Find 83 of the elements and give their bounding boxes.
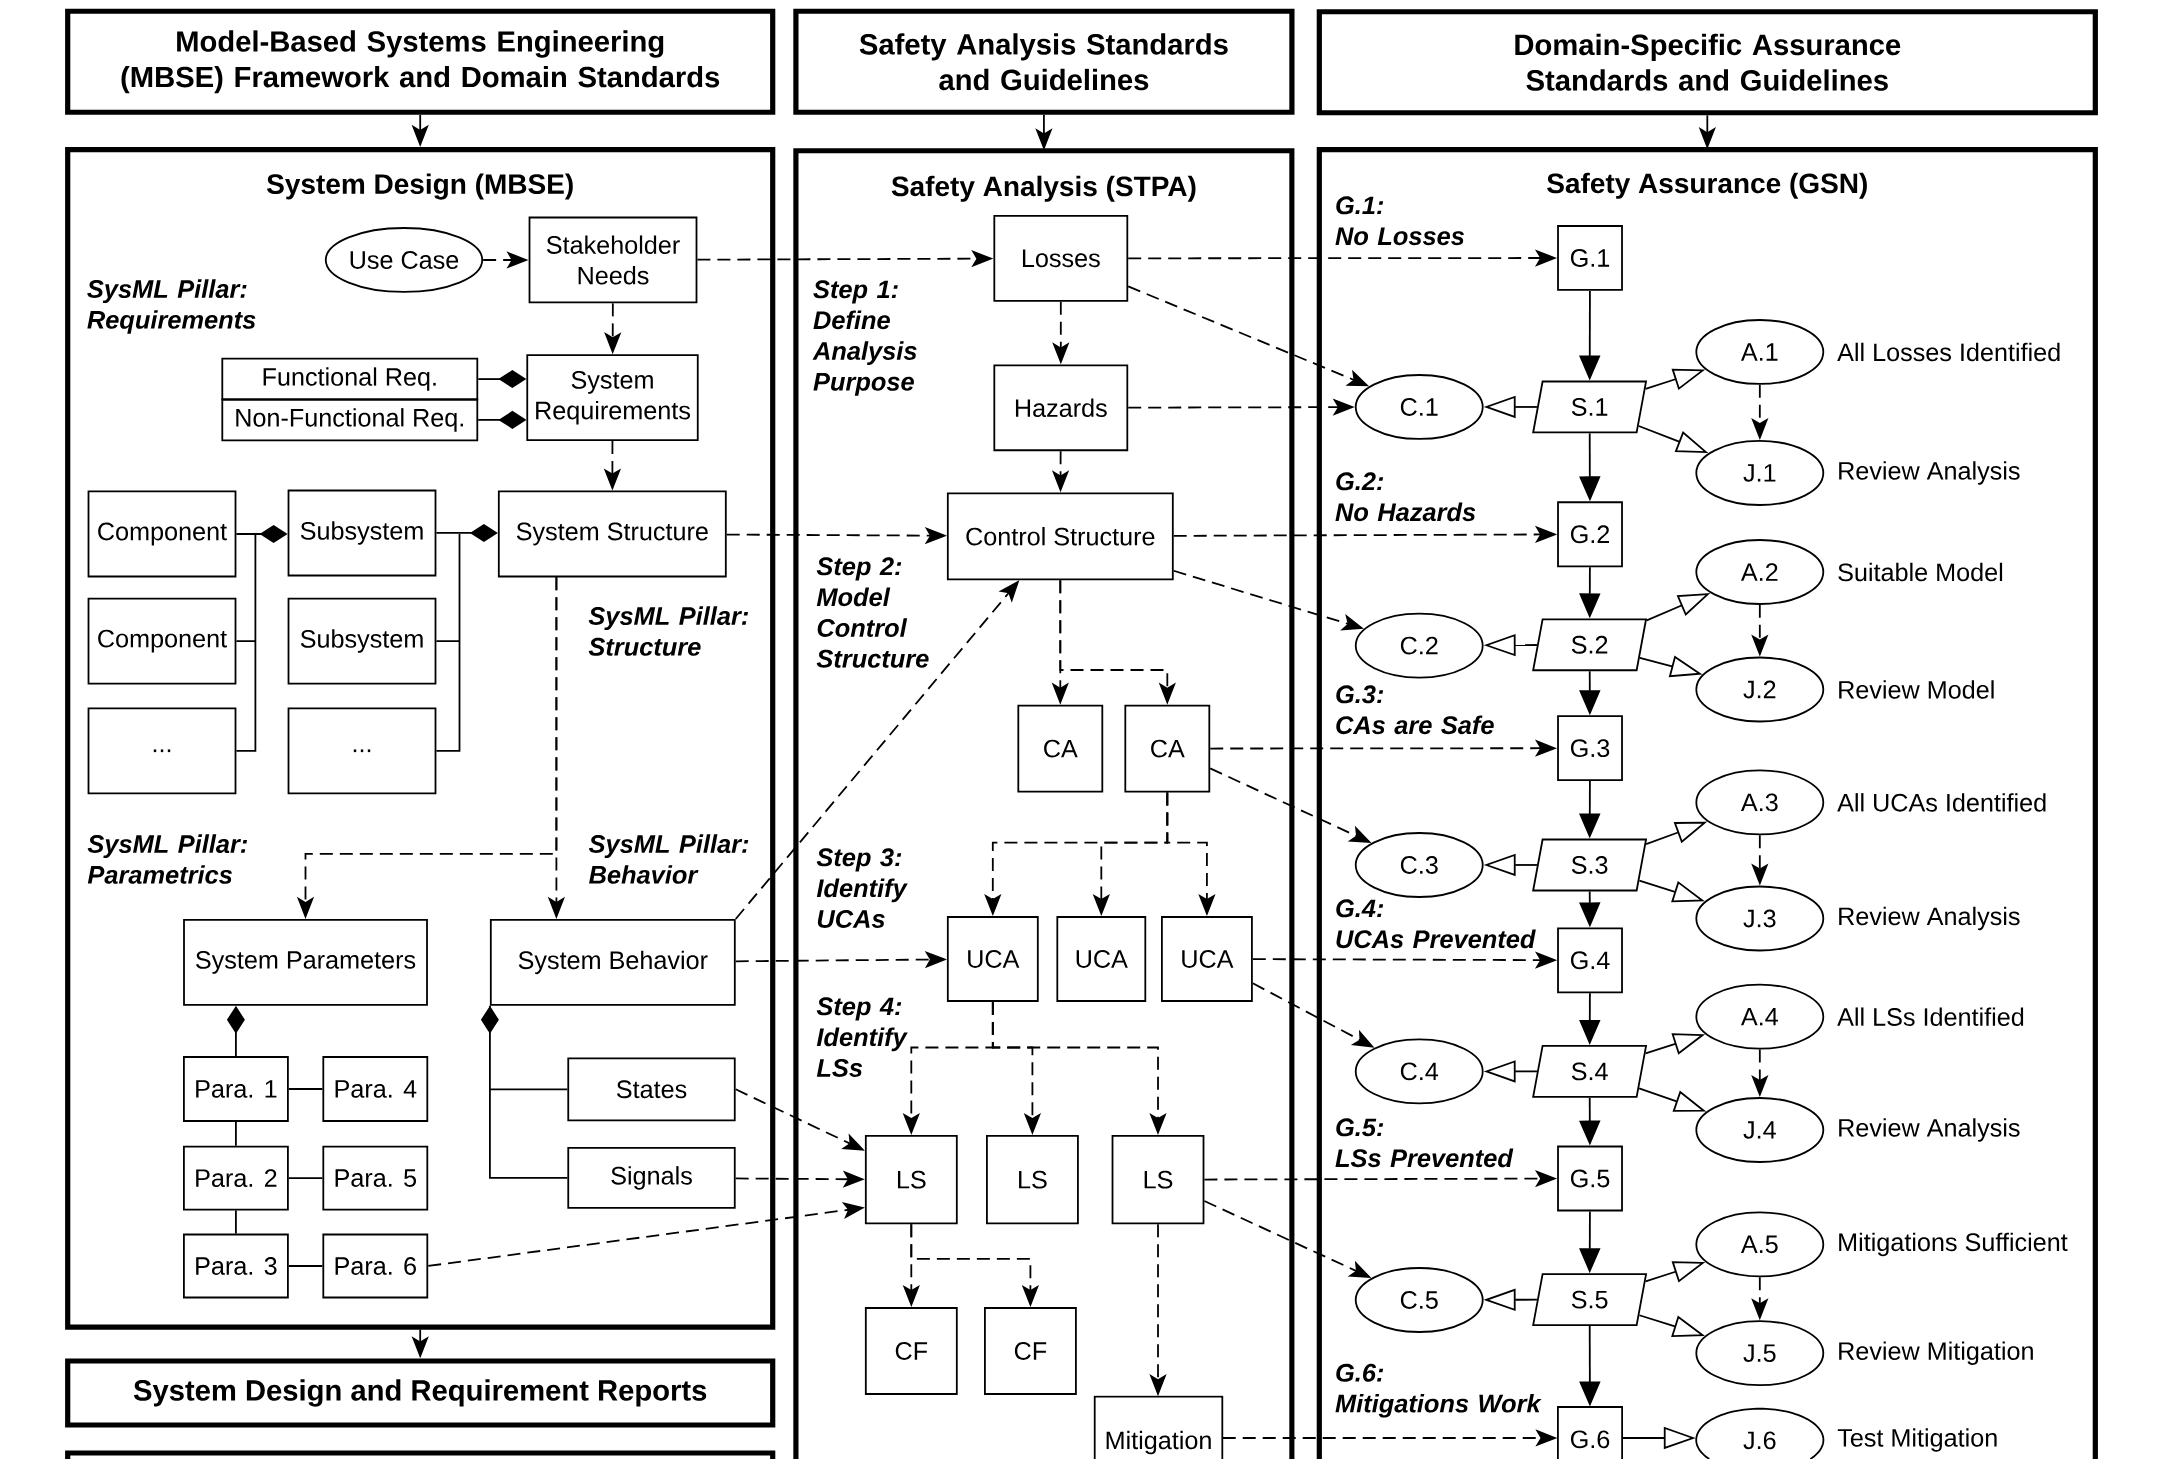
connector-line	[287, 1265, 324, 1267]
process-box: System Structure	[497, 490, 727, 578]
annotation-text: Review Analysis	[1839, 906, 2020, 931]
step-label: Step 4: Identify LSs	[816, 997, 908, 1077]
pillar-label: SysML Pillar: Requirements	[87, 279, 256, 334]
process-box: Para. 1	[183, 1056, 289, 1122]
connector-line	[287, 1177, 324, 1179]
connector-line	[235, 1209, 237, 1235]
composition-line	[435, 524, 498, 752]
step-label: Step 3: Identify UCAs	[816, 848, 908, 928]
process-box: LS	[986, 1135, 1079, 1225]
goal-label: G.5: LSs Prevented	[1335, 1118, 1514, 1168]
annotation-text: Review Mitigation	[1839, 1341, 2033, 1365]
process-box: CA	[1017, 704, 1104, 793]
connector-line	[235, 1121, 237, 1147]
process-box: UCA	[1161, 916, 1253, 1002]
header-box: Domain-Specific Assurance Standards and Guidelines	[1316, 9, 2098, 116]
process-box: Stakeholder Needs	[528, 216, 698, 304]
annotation-text: All UCAs Identified	[1837, 793, 2046, 812]
annotation-text: Mitigations Sufficient	[1839, 1232, 2068, 1257]
goal-label: G.6: Mitigations Work	[1335, 1363, 1542, 1418]
process-box: UCA	[1056, 916, 1147, 1002]
process-box: Component	[87, 597, 237, 685]
strategy-parallelogram: S.4	[1532, 1045, 1648, 1098]
process-box: Subsystem	[287, 489, 437, 577]
process-box: CF	[984, 1307, 1077, 1395]
annotation-text: All LSs Identified	[1837, 1007, 2024, 1026]
process-box: Para. 6	[322, 1233, 429, 1299]
strategy-parallelogram: S.3	[1532, 838, 1648, 892]
goal-box: G.6	[1557, 1406, 1623, 1459]
header-box: Safety Analysis Standards and Guidelines	[793, 8, 1295, 115]
goal-box: G.2	[1557, 501, 1623, 568]
pillar-label: SysML Pillar: Behavior	[588, 834, 749, 884]
process-box: Losses	[993, 215, 1129, 302]
process-box: States	[567, 1057, 736, 1122]
process-box: Signals	[567, 1147, 736, 1209]
annotation-text: Review Model	[1839, 680, 1994, 699]
composition-line	[480, 1004, 569, 1179]
connector-line	[287, 1088, 324, 1090]
goal-label: G.3: CAs are Safe	[1336, 685, 1494, 735]
process-box: Para. 3	[183, 1233, 289, 1299]
goal-label: G.2: No Hazards	[1335, 472, 1476, 522]
annotation-text: All Losses Identified	[1837, 342, 2060, 362]
process-box: Component	[87, 490, 237, 578]
report-box: System Design and Requirement Reports	[65, 1358, 776, 1428]
process-box: ...	[287, 707, 437, 795]
annotation-text: Suitable Model	[1838, 562, 2003, 582]
strategy-parallelogram: S.5	[1532, 1273, 1648, 1326]
goal-label: G.4: UCAs Prevented	[1336, 899, 1536, 949]
process-box: LS	[864, 1135, 958, 1225]
process-box: Non-Functional Req.	[221, 398, 479, 442]
process-box: System Requirements	[526, 354, 699, 442]
process-box: LS	[1111, 1135, 1205, 1225]
box-frame	[65, 1450, 776, 1459]
process-box: UCA	[946, 916, 1039, 1002]
annotation-text: Test Mitigation	[1837, 1428, 1997, 1452]
strategy-parallelogram: S.1	[1532, 380, 1648, 434]
process-box: ...	[87, 707, 237, 795]
process-box: Para. 4	[322, 1056, 429, 1122]
process-box: Control Structure	[946, 492, 1174, 581]
process-box: Para. 5	[322, 1145, 429, 1211]
process-box: CA	[1124, 704, 1211, 793]
goal-box: G.4	[1557, 927, 1623, 994]
process-box: System Behavior	[489, 919, 736, 1006]
process-box: System Parameters	[183, 919, 428, 1006]
goal-box: G.1	[1557, 225, 1623, 291]
header-box: Model-Based Systems Engineering (MBSE) Framework and Domain Standards	[65, 8, 776, 115]
goal-box: G.3	[1557, 715, 1623, 782]
process-box: Para. 2	[183, 1145, 289, 1211]
step-label: Step 2: Model Control Structure	[816, 557, 929, 668]
annotation-text: Review Analysis	[1839, 1118, 2020, 1142]
goal-label: G.1: No Losses	[1335, 196, 1464, 246]
goal-box: G.5	[1557, 1145, 1623, 1212]
process-box: Subsystem	[287, 597, 437, 685]
annotation-text: Review Analysis	[1839, 461, 2020, 485]
process-box: Functional Req.	[221, 357, 479, 401]
process-box: Mitigation	[1093, 1395, 1224, 1459]
step-label: Step 1: Define Analysis Purpose	[812, 280, 917, 396]
strategy-parallelogram: S.2	[1532, 618, 1648, 672]
pillar-label: SysML Pillar: Parametrics	[87, 834, 248, 884]
pillar-label: SysML Pillar: Structure	[588, 606, 749, 656]
process-box: CF	[864, 1307, 958, 1395]
process-box: Hazards	[993, 364, 1129, 452]
